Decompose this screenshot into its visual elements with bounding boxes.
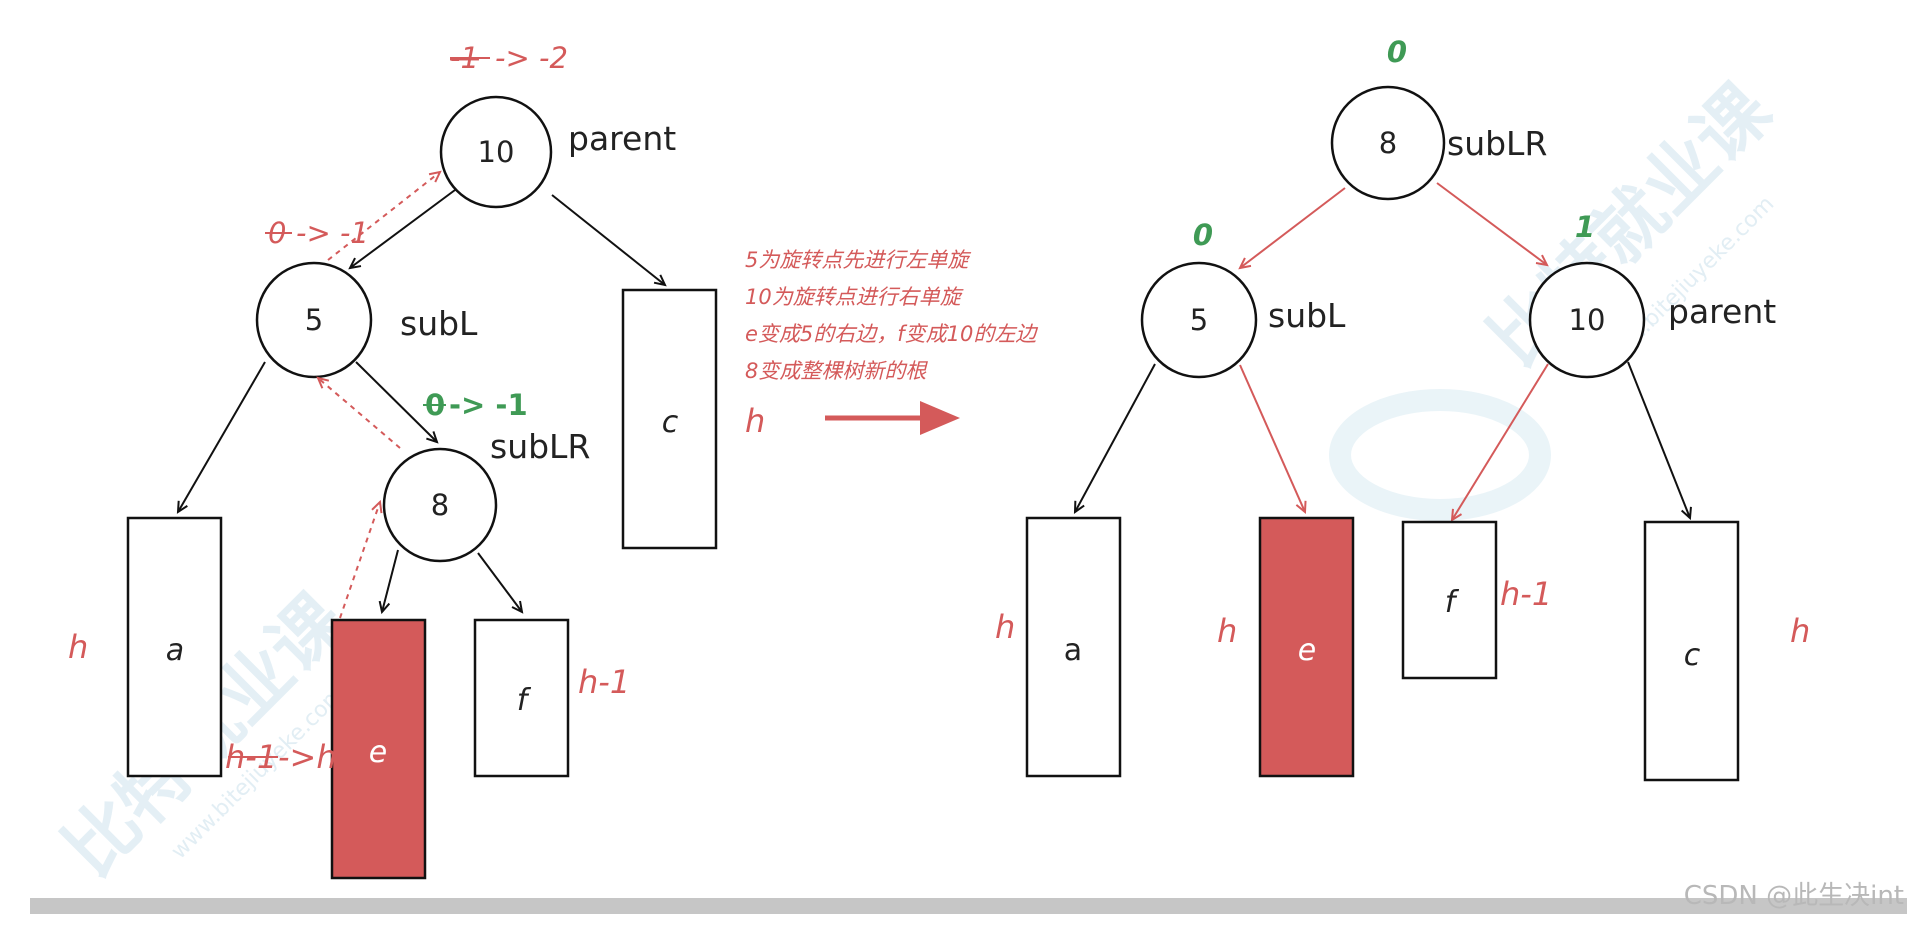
- bf-update-e-to-8: [339, 499, 383, 619]
- after-tree: 0 8 subLR 0 5 subL 1 10 parent a h e h f…: [995, 35, 1810, 782]
- node-5-after: [1140, 261, 1258, 379]
- node-8-before: [382, 447, 498, 563]
- edge-5-e-after: [1239, 364, 1307, 515]
- edge-5-8: [355, 361, 439, 444]
- node-8-before-value: 8: [431, 488, 449, 522]
- root-label-after: subLR: [1447, 124, 1547, 163]
- parent-label-before: parent: [568, 119, 676, 158]
- edge-5-a: [176, 361, 266, 514]
- edge-10-5: [348, 189, 456, 270]
- subtree-e-before-label: e: [369, 735, 387, 770]
- edge-10-f-after: [1450, 363, 1549, 522]
- subtree-f-after: [1401, 520, 1498, 680]
- subL-label-before: subL: [400, 304, 478, 343]
- root-bf-after: 0: [1387, 35, 1407, 69]
- note-line-2: 10为旋转点进行右单旋: [745, 285, 964, 309]
- subL-label-after: subL: [1268, 296, 1346, 335]
- subtree-a-before-label: a: [166, 633, 184, 668]
- note-line-3: e变成5的右边，f变成10的左边: [745, 322, 1038, 346]
- edge-10-c: [551, 194, 667, 287]
- edge-8-f: [477, 552, 524, 614]
- node-10-after-value: 10: [1569, 303, 1606, 337]
- subtree-a-after-label: a: [1064, 633, 1082, 668]
- subtree-c-after-label: c: [1684, 638, 1701, 673]
- a-height-before: h: [68, 628, 88, 666]
- subtree-e-before: [330, 618, 427, 880]
- node-10-before-value: 10: [478, 135, 515, 169]
- parent-label-after: parent: [1668, 292, 1776, 331]
- node-10-after: [1528, 261, 1646, 379]
- node-5-before: [255, 261, 373, 379]
- c-height-before: h: [745, 402, 765, 440]
- node-5-before-value: 5: [305, 303, 323, 337]
- node-8-after: [1330, 85, 1446, 201]
- a-height-after: h: [995, 608, 1015, 646]
- edge-5-a-after: [1073, 363, 1156, 514]
- footer-bar: [30, 898, 1907, 914]
- note-line-1: 5为旋转点先进行左单旋: [745, 248, 971, 272]
- subLR-label-before: subLR: [490, 427, 590, 466]
- note-line-4: 8变成整棵树新的根: [745, 359, 928, 383]
- bf-update-8-to-5: [316, 376, 401, 449]
- subL-bf-new: -> -1: [296, 216, 369, 250]
- f-height-after: h-1: [1500, 575, 1552, 613]
- edge-10-c-after: [1627, 361, 1692, 521]
- subtree-a-before: [126, 516, 223, 778]
- subtree-c-before: [621, 288, 718, 550]
- subLR-bf-new: -> -1: [449, 388, 528, 422]
- edge-8-5-after: [1238, 187, 1346, 270]
- f-height-before: h-1: [578, 663, 630, 701]
- csdn-attribution: CSDN @此生决int: [1684, 881, 1904, 911]
- edge-8-10-after: [1436, 182, 1549, 267]
- e-height-before-new: ->h: [278, 738, 337, 776]
- subtree-e-after: [1258, 516, 1355, 778]
- subtree-c-before-label: c: [662, 405, 679, 440]
- subtree-e-after-label: e: [1298, 633, 1316, 668]
- watermark-logo-icon: [1329, 389, 1551, 521]
- subtree-c-after: [1643, 520, 1740, 782]
- parent-bf-new: -> -2: [495, 41, 568, 75]
- subtree-a-after: [1025, 516, 1122, 778]
- node-8-after-value: 8: [1379, 126, 1397, 160]
- subtree-f-before: [473, 618, 570, 778]
- edge-8-e: [378, 549, 399, 615]
- transform-arrow-icon: [920, 401, 960, 435]
- before-tree: -1 -> -2 10 parent 0 -> -1 5 subL 0 -> -…: [68, 41, 765, 880]
- node-5-after-value: 5: [1190, 303, 1208, 337]
- e-height-after: h: [1217, 612, 1237, 650]
- left-bf-after: 0: [1193, 218, 1213, 252]
- right-bf-after: 1: [1575, 210, 1595, 244]
- rotation-notes: 5为旋转点先进行左单旋 10为旋转点进行右单旋 e变成5的右边，f变成10的左边…: [745, 248, 1038, 435]
- c-height-after: h: [1790, 612, 1810, 650]
- node-10-before: [439, 95, 553, 209]
- bf-update-5-to-10: [327, 170, 442, 261]
